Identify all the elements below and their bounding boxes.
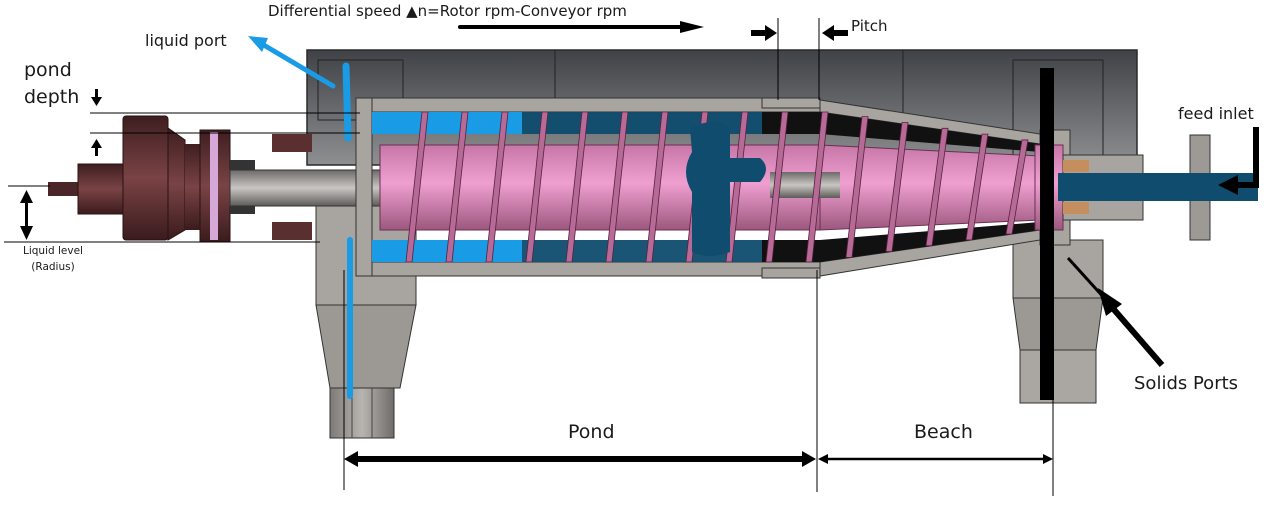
conveyor-flight	[1005, 139, 1029, 235]
differential-speed-arrow	[458, 21, 704, 33]
feed-zone-liquid	[686, 122, 766, 256]
conveyor-flight	[805, 111, 829, 263]
conveyor-flight	[485, 111, 509, 263]
conveyor-flight	[445, 111, 469, 263]
solids-port-marker	[1040, 68, 1054, 400]
conveyor-flight	[765, 111, 789, 263]
conveyor-flight	[845, 116, 869, 258]
conveyor-flight	[645, 111, 669, 263]
annotation-lines	[4, 18, 1054, 496]
pond-depth-label-line2: depth	[24, 86, 80, 108]
pond-dimension-arrow	[344, 451, 816, 467]
differential-speed-label: Differential speed ▲n=Rotor rpm-Conveyor…	[268, 2, 627, 20]
feed-inlet-label: feed inlet	[1178, 104, 1254, 123]
conveyor-flight	[525, 111, 549, 263]
pond-label: Pond	[568, 421, 615, 443]
conveyor-flight	[965, 133, 989, 241]
pond-depth-arrows	[91, 89, 102, 156]
conveyor-flight	[605, 111, 629, 263]
solids-ports-label: Solids Ports	[1134, 373, 1239, 394]
conveyor-flight	[925, 127, 949, 247]
pond-depth-label-line1: pond	[24, 59, 72, 81]
feed-pipe	[1058, 134, 1258, 241]
bowl	[355, 97, 821, 279]
liquid-level-label-line2: (Radius)	[31, 261, 75, 273]
main-shaft	[229, 169, 381, 207]
screw-conveyor	[379, 111, 1064, 263]
conveyor-flight	[885, 122, 909, 252]
beach-label: Beach	[914, 421, 973, 443]
liquid-level-arrow	[20, 190, 33, 240]
conveyor-flight	[405, 111, 429, 263]
pitch-label: Pitch	[851, 17, 888, 35]
liquid-port-label: liquid port	[145, 31, 227, 50]
feed-inlet-arrow	[1218, 127, 1259, 195]
solids-discharge-outlet	[1012, 239, 1104, 404]
conveyor-flight	[565, 111, 589, 263]
beach-dimension-arrow	[818, 454, 1053, 464]
liquid-level-label-line1: Liquid level	[23, 245, 83, 257]
liquid-port-flow	[248, 36, 353, 399]
pitch-arrows	[751, 25, 848, 41]
solids-ports-arrow	[1066, 256, 1165, 367]
